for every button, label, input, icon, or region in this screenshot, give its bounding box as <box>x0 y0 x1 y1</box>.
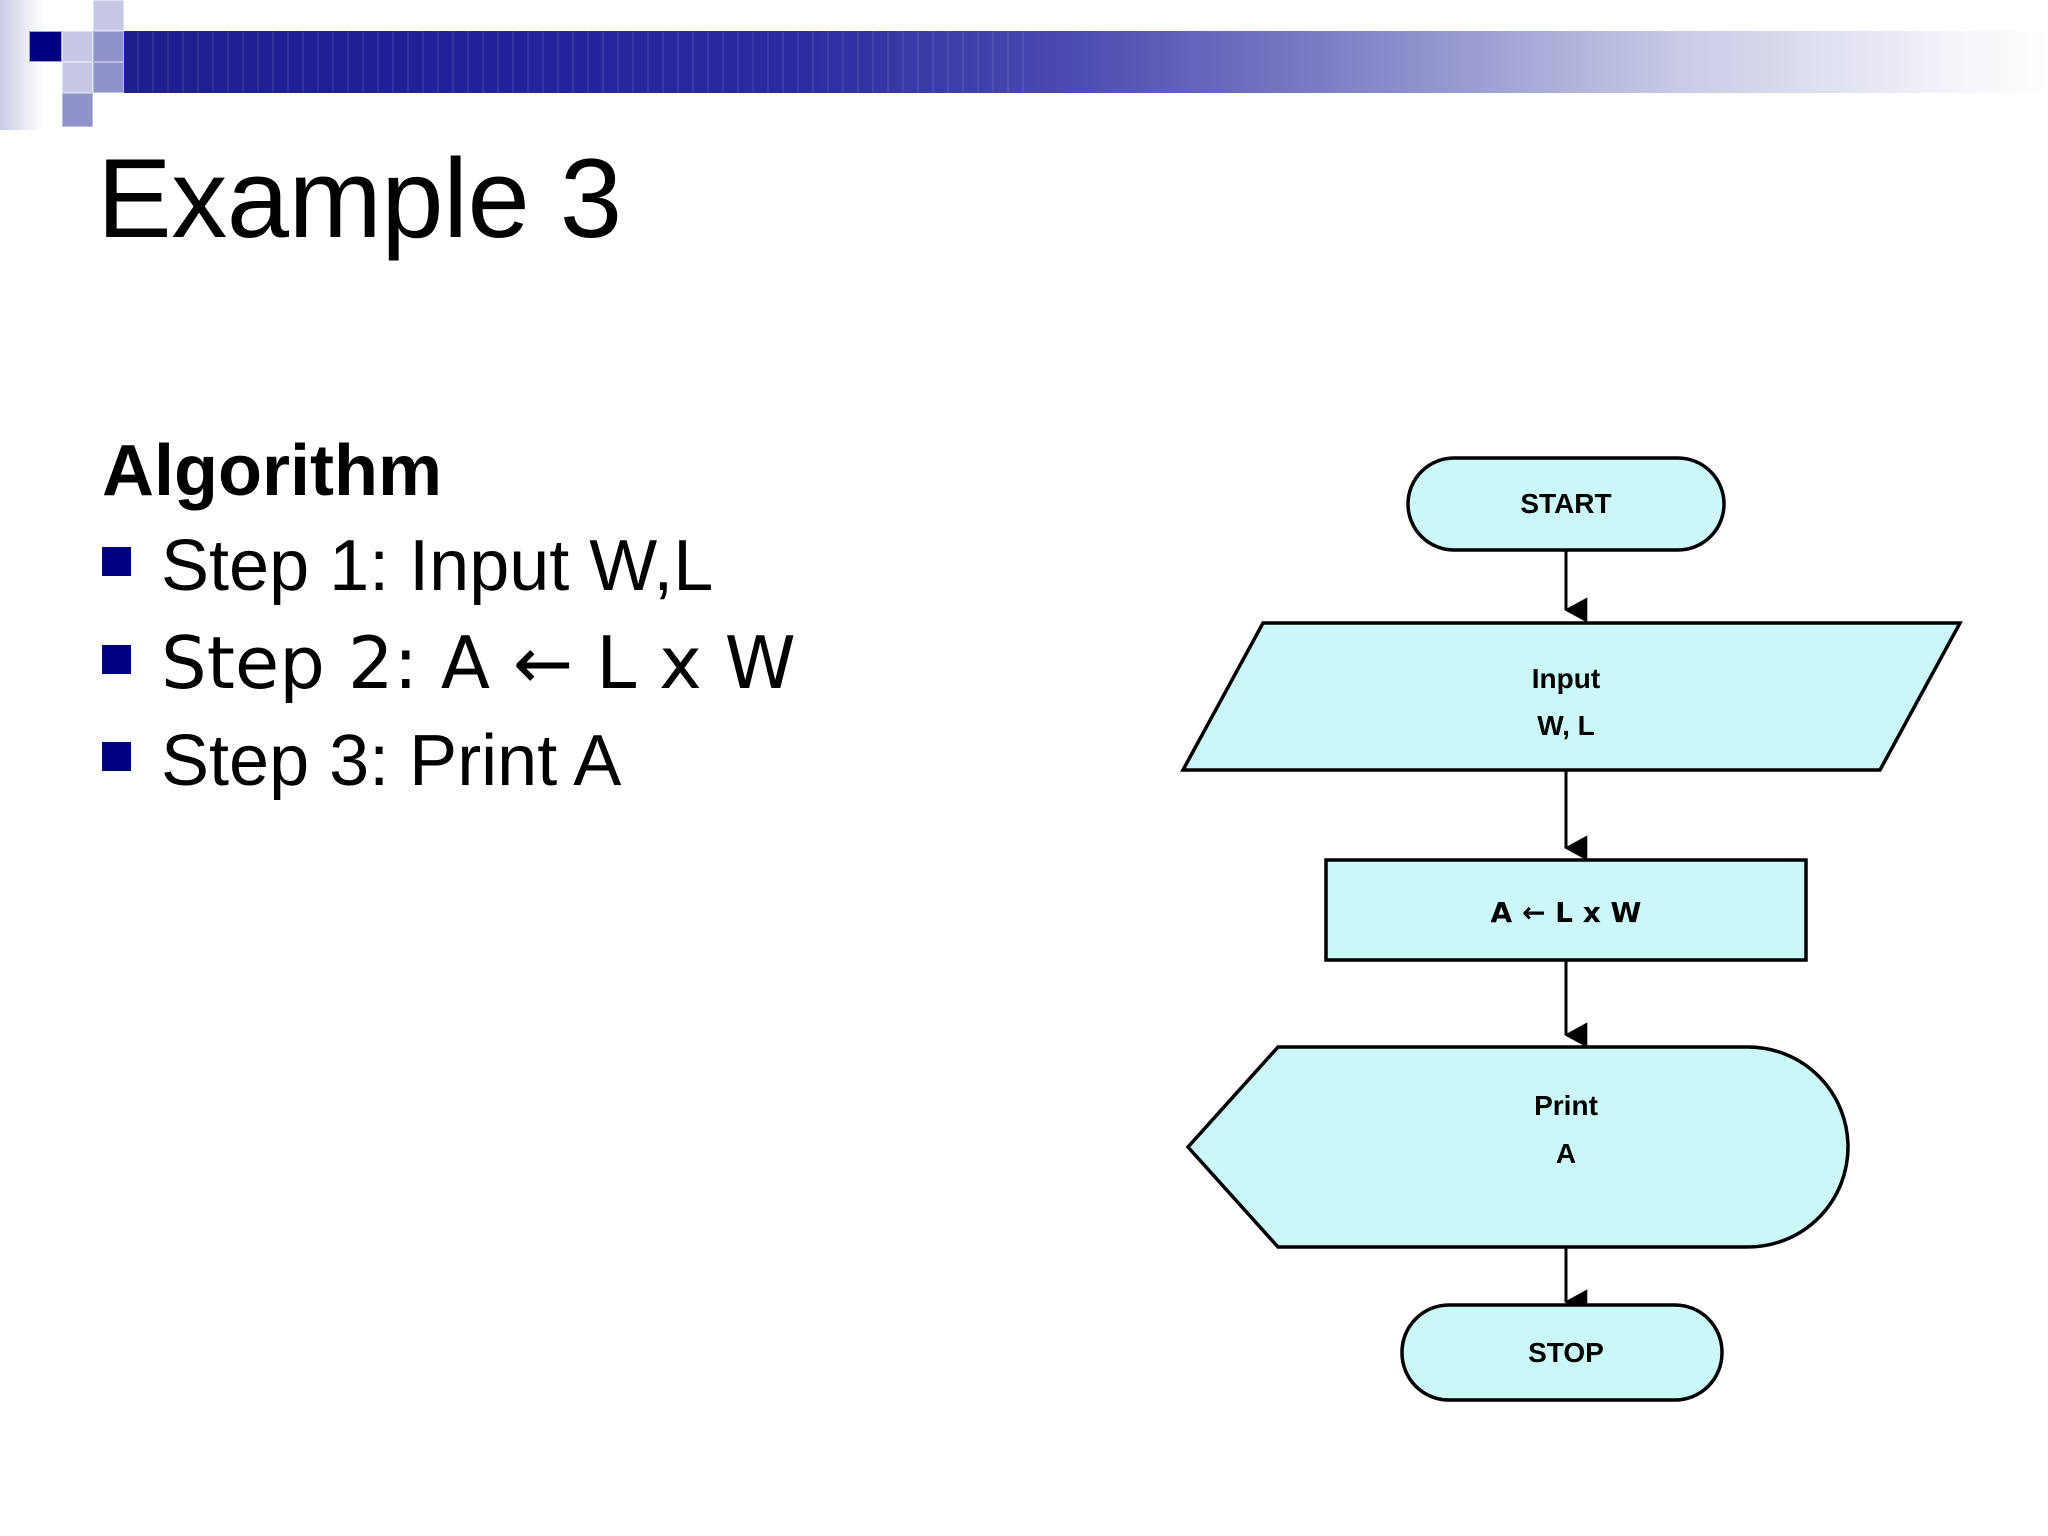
list-item-step-1: Step 1: Input W,L <box>102 520 922 614</box>
flow-node-print: Print A <box>1185 1045 1850 1249</box>
decor-square-navy <box>29 31 62 62</box>
list-item-step-2: Step 2: A ← L x W <box>102 617 922 711</box>
flow-node-print-line1: Print <box>1534 1090 1598 1121</box>
decor-square-light-a <box>93 0 124 31</box>
flow-node-start: START <box>1406 456 1726 552</box>
step-1-label: Step 1: Input W,L <box>161 525 714 606</box>
algorithm-heading: Algorithm <box>102 431 442 511</box>
flow-node-process-label: A ← L x W <box>1491 896 1642 929</box>
step-3-label: Step 3: Print A <box>161 720 622 801</box>
flow-node-input: Input W, L <box>1180 621 1963 772</box>
decor-square-mid-a <box>93 31 124 62</box>
slide-header-banner <box>0 0 2048 130</box>
decor-square-light-c <box>62 62 93 93</box>
flow-node-input-line2: W, L <box>1537 710 1595 741</box>
flowchart-diagram: START Input W, L A ← L x W Pri <box>1180 430 2010 1440</box>
banner-navy-bar <box>124 31 2048 93</box>
bullet-square-icon <box>102 741 131 771</box>
algorithm-body: Algorithm Step 1: Input W,L Step 2: A ← … <box>102 430 922 812</box>
banner-left-gradient <box>0 0 44 130</box>
step-2-label: Step 2: A ← L x W <box>161 621 796 706</box>
flow-node-process: A ← L x W <box>1324 858 1808 962</box>
flow-node-print-line2: A <box>1556 1138 1576 1169</box>
banner-pinstripe-overlay <box>124 31 1024 93</box>
bullet-square-icon <box>102 546 131 576</box>
flow-node-stop-label: STOP <box>1528 1337 1604 1368</box>
decor-square-mid-b <box>93 62 124 93</box>
flow-node-stop: STOP <box>1400 1303 1724 1402</box>
flow-node-input-line1: Input <box>1532 663 1600 694</box>
slide-title: Example 3 <box>97 136 622 261</box>
flow-node-start-label: START <box>1520 488 1611 519</box>
decor-square-mid-c <box>62 93 93 127</box>
list-item-step-3: Step 3: Print A <box>102 715 922 809</box>
decor-square-light-b <box>62 31 93 62</box>
bullet-square-icon <box>102 645 131 675</box>
